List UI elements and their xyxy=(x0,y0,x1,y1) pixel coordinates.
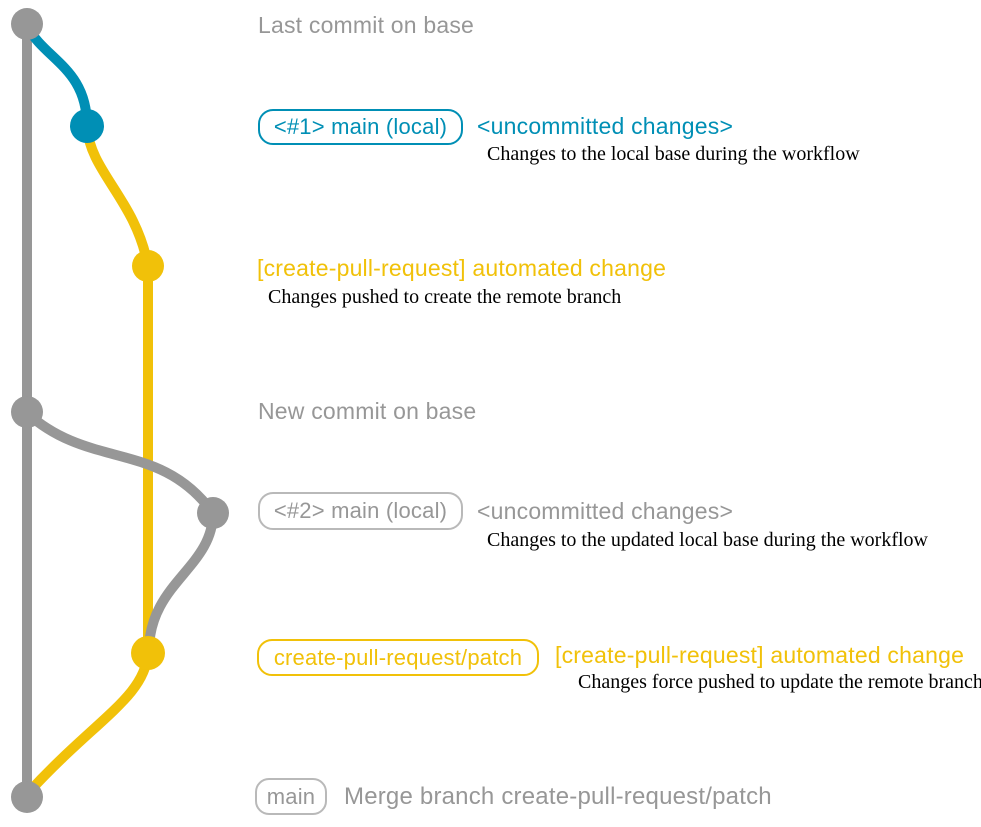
commit-dot-main-local-1 xyxy=(70,109,104,143)
caption-force-pushed: Changes force pushed to update the remot… xyxy=(578,671,981,693)
main-local-2-branch-line xyxy=(23,409,219,652)
branch-badge-patch-label: create-pull-request/patch xyxy=(273,644,523,670)
label-merge-message: Merge branch create-pull-request/patch xyxy=(344,783,772,810)
commit-dot-merge xyxy=(11,781,43,813)
caption-updated-base: Changes to the updated local base during… xyxy=(487,529,928,551)
label-new-commit-on-base: New commit on base xyxy=(258,398,477,424)
label-uncommitted-changes-1: <uncommitted changes> xyxy=(477,113,734,139)
branch-badge-main-label: main xyxy=(266,783,316,809)
git-graph xyxy=(11,8,229,813)
label-uncommitted-changes-2: <uncommitted changes> xyxy=(477,498,734,524)
caption-pushed-create: Changes pushed to create the remote bran… xyxy=(268,286,622,308)
label-last-commit-on-base: Last commit on base xyxy=(258,12,475,38)
branch-badge-patch: create-pull-request/patch xyxy=(257,639,539,676)
commit-dot-last-base xyxy=(11,8,43,40)
commit-dot-patch-2 xyxy=(131,636,165,670)
branch-badge-main-local-1: <#1> main (local) xyxy=(258,109,463,145)
label-automated-change-1: [create-pull-request] automated change xyxy=(257,255,667,281)
branch-badge-main-local-1-label: <#1> main (local) xyxy=(273,114,448,139)
commit-dot-main-local-2 xyxy=(197,497,229,529)
label-automated-change-2: [create-pull-request] automated change xyxy=(555,642,965,668)
branch-badge-main: main xyxy=(255,778,327,815)
main-local-1-branch-line xyxy=(22,23,92,127)
caption-local-base: Changes to the local base during the wor… xyxy=(487,143,860,165)
branch-badge-main-local-2-label: <#2> main (local) xyxy=(273,498,448,523)
commit-dot-patch-1 xyxy=(132,250,164,282)
branch-badge-main-local-2: <#2> main (local) xyxy=(258,492,463,530)
commit-dot-new-base xyxy=(11,396,43,428)
